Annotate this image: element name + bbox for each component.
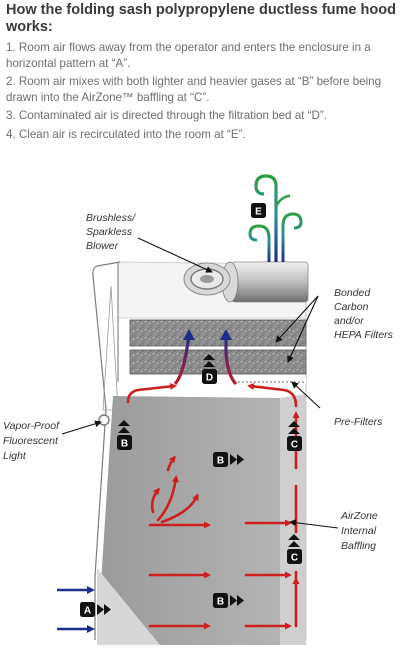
filtration-airflow-d: [173, 329, 238, 386]
prefilters-label-line: Pre-Filters: [334, 416, 383, 428]
badge-a: A: [80, 602, 111, 617]
filters-label-line: and/or: [334, 315, 364, 327]
badge-d: D: [202, 354, 217, 384]
badge-b-left-text: B: [121, 439, 128, 450]
baffling-label-line: Internal: [341, 525, 377, 537]
blower: [183, 261, 309, 303]
step-item: 4. Clean air is recirculated into the ro…: [6, 127, 246, 141]
folding-sash: [92, 261, 121, 640]
light-label-line: Light: [3, 450, 27, 462]
badge-c-lower-text: C: [291, 553, 298, 564]
blower-label-line: Brushless/: [86, 212, 136, 224]
badge-e: E: [251, 203, 266, 218]
badge-b-low: B: [213, 593, 244, 608]
carbon-hepa-filters: [129, 319, 307, 375]
baffling-label-line: AirZone: [340, 510, 378, 522]
badge-c-upper-text: C: [291, 440, 298, 451]
badge-d-text: D: [206, 373, 213, 384]
badge-c-upper: C: [287, 421, 302, 451]
intake-airflow-a: [57, 586, 95, 633]
filters-label-line: Carbon: [334, 301, 369, 313]
blower-label-line: Blower: [86, 240, 119, 252]
badge-b-mid-text: B: [217, 456, 224, 467]
badge-a-text: A: [84, 606, 91, 617]
filters-label-line: HEPA Filters: [334, 329, 394, 341]
filters-label: Bonded Carbon and/or HEPA Filters: [334, 287, 394, 341]
badge-b-low-text: B: [217, 597, 224, 608]
badge-b-mid: B: [213, 452, 244, 467]
badge-c-lower: C: [287, 534, 302, 564]
filters-label-line: Bonded: [334, 287, 371, 299]
steps-list: 1. Room air flows away from the operator…: [6, 40, 398, 145]
prefilters-label: Pre-Filters: [334, 416, 383, 428]
step-item: 3. Contaminated air is directed through …: [6, 109, 327, 122]
light-fixture: [98, 414, 110, 426]
baffling-label: AirZone Internal Baffling: [340, 510, 381, 552]
badge-e-text: E: [255, 207, 262, 218]
light-label-line: Fluorescent: [3, 435, 59, 447]
clean-air-outflow-e: [248, 174, 303, 262]
page-title: How the folding sash polypropylene ductl…: [6, 2, 396, 35]
light-label-line: Vapor-Proof: [3, 420, 60, 432]
blower-label-line: Sparkless: [86, 226, 133, 238]
baffling-label-line: Baffling: [341, 540, 376, 552]
step-item: 2. Room air mixes with both lighter and …: [6, 75, 382, 104]
badge-b-left: B: [117, 420, 132, 450]
label-leaders: [61, 237, 339, 529]
blower-label: Brushless/ Sparkless Blower: [86, 212, 138, 252]
light-label: Vapor-Proof Fluorescent Light: [3, 420, 62, 462]
step-item: 1. Room air flows away from the operator…: [6, 41, 371, 70]
